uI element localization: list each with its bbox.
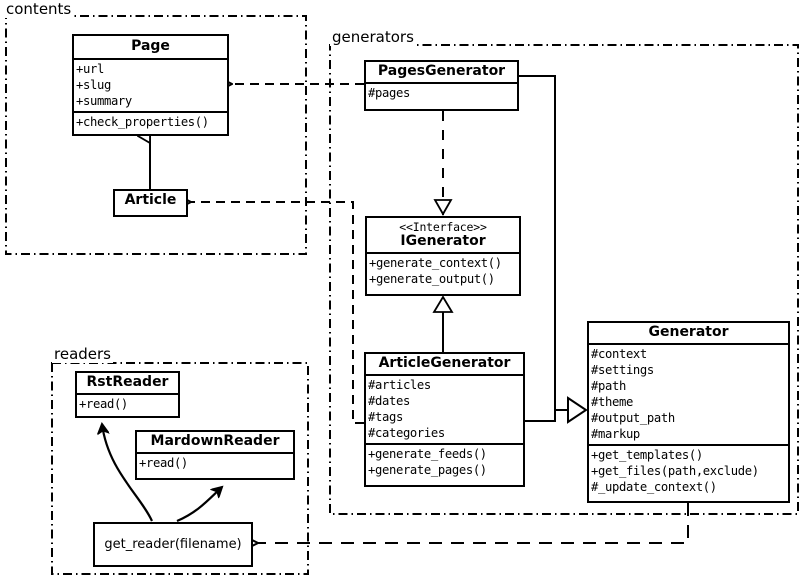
class-name-articlegenerator: ArticleGenerator	[378, 355, 511, 371]
method: +generate_output()	[369, 272, 495, 287]
attribute: #pages	[368, 85, 410, 100]
class-box-page[interactable]: Page +url +slug +summary +check_properti…	[72, 34, 229, 136]
method: +read()	[79, 396, 128, 411]
method: #_update_context()	[591, 480, 717, 495]
method: +generate_pages()	[368, 463, 487, 478]
attribute: #theme	[591, 394, 633, 409]
attribute: +url	[76, 61, 104, 76]
attribute: #settings	[591, 362, 654, 377]
function-box-get-reader[interactable]: get_reader(filename)	[93, 522, 253, 567]
class-name-igenerator: <<Interface>> IGenerator	[367, 218, 519, 252]
relationship-articlegenerator-article	[191, 202, 364, 424]
attribute: +summary	[76, 93, 132, 108]
relationship-articlegenerator-igenerator	[432, 295, 454, 352]
method: +get_templates()	[591, 448, 703, 463]
package-label-contents: contents	[4, 0, 74, 18]
class-stereotype-igenerator: <<Interface>>	[399, 220, 487, 234]
class-name-generator: Generator	[648, 324, 729, 340]
function-label-get-reader: get_reader(filename)	[104, 537, 242, 552]
method: +generate_feeds()	[368, 447, 487, 462]
relationship-articlegenerator-generator	[525, 396, 588, 424]
class-name-rstreader: RstReader	[86, 374, 169, 390]
class-name-label: IGenerator	[400, 232, 486, 249]
class-name-mardownreader: MardownReader	[150, 433, 280, 449]
package-label-generators: generators	[330, 28, 416, 46]
method: +check_properties()	[76, 114, 209, 129]
class-methods-articlegenerator: +generate_feeds() +generate_pages()	[366, 443, 523, 480]
class-box-articlegenerator[interactable]: ArticleGenerator #articles #dates #tags …	[364, 352, 525, 487]
class-attributes-page: +url +slug +summary	[74, 57, 227, 111]
method: +generate_context()	[369, 256, 502, 271]
relationship-getreader-rstreader	[102, 424, 153, 522]
class-box-rstreader[interactable]: RstReader +read()	[75, 371, 180, 418]
class-methods-generator: +get_templates() +get_files(path,exclude…	[589, 444, 788, 497]
method: +get_files(path,exclude)	[591, 464, 759, 479]
class-name-article: Article	[124, 192, 177, 208]
class-box-generator[interactable]: Generator #context #settings #path #them…	[587, 321, 790, 503]
package-boundary-readers	[51, 362, 309, 575]
attribute: #categories	[368, 425, 445, 440]
class-name-page: Page	[131, 38, 170, 54]
class-box-article[interactable]: Article	[113, 189, 188, 217]
package-label-readers: readers	[52, 345, 113, 363]
attribute: #articles	[368, 377, 431, 392]
class-box-igenerator[interactable]: <<Interface>> IGenerator +generate_conte…	[365, 216, 521, 296]
attribute: #output_path	[591, 411, 675, 426]
attribute: #markup	[591, 427, 640, 442]
class-methods-mardownreader: +read()	[137, 451, 293, 473]
class-methods-igenerator: +generate_context() +generate_output()	[367, 252, 519, 289]
relationship-pagesgenerator-igenerator	[433, 111, 453, 216]
relationship-pagesgenerator-generator	[519, 75, 568, 411]
attribute: #tags	[368, 409, 403, 424]
class-attributes-articlegenerator: #articles #dates #tags #categories	[366, 373, 523, 443]
attribute: #context	[591, 346, 647, 361]
attribute: +slug	[76, 77, 111, 92]
attribute: #path	[591, 378, 626, 393]
class-attributes-pagesgenerator: #pages	[366, 81, 517, 103]
method: +read()	[139, 455, 188, 470]
package-boundary-generators	[329, 44, 799, 515]
class-name-pagesgenerator: PagesGenerator	[377, 63, 506, 79]
attribute: #dates	[368, 393, 410, 408]
class-box-pagesgenerator[interactable]: PagesGenerator #pages	[364, 60, 519, 111]
class-attributes-generator: #context #settings #path #theme #output_…	[589, 342, 788, 445]
class-box-mardownreader[interactable]: MardownReader +read()	[135, 430, 295, 480]
relationship-generator-getreader	[258, 503, 689, 543]
class-methods-rstreader: +read()	[77, 392, 178, 414]
package-boundary-contents	[5, 15, 307, 255]
relationship-getreader-mardownreader	[176, 487, 222, 523]
class-methods-page: +check_properties()	[74, 110, 227, 132]
